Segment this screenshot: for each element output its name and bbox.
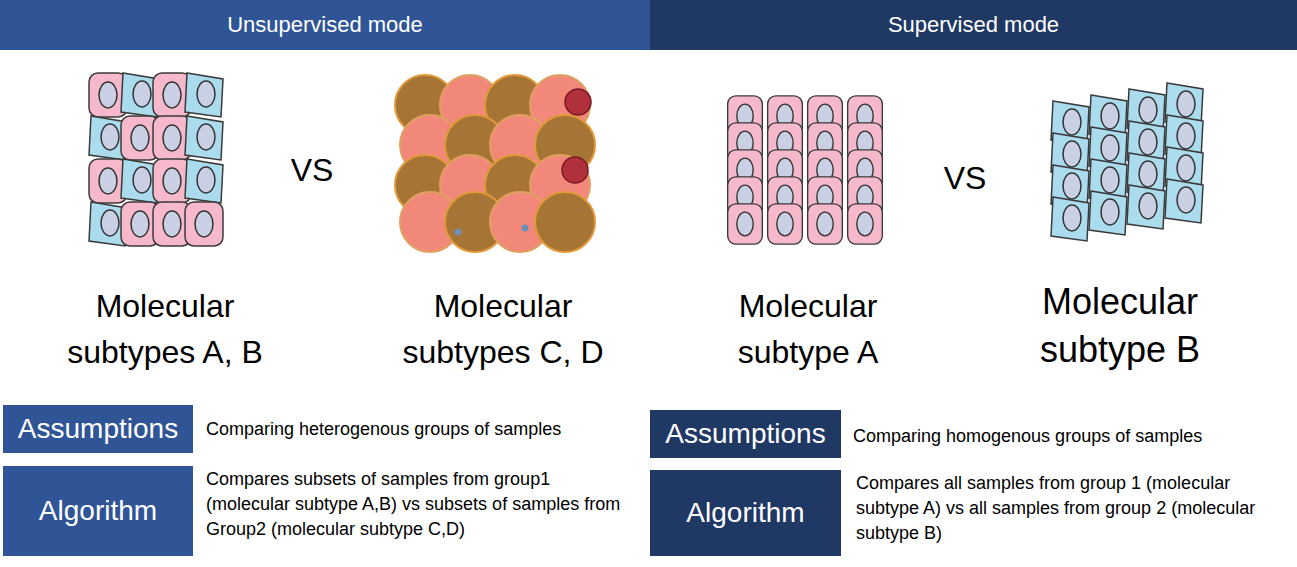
subtype-label: Molecular subtype A — [698, 283, 918, 375]
red-granule — [562, 157, 588, 183]
pink-cell — [768, 204, 803, 244]
blue-dot — [522, 225, 529, 232]
blue-cell — [185, 159, 223, 203]
mode-header: Unsupervised mode — [0, 0, 650, 50]
subtype-label: Molecular subtype B — [1005, 278, 1235, 374]
description-text: Compares all samples from group 1 (molec… — [856, 471, 1281, 546]
box-text: Unsupervised mode — [227, 12, 423, 38]
assumptions-box: Assumptions — [650, 410, 841, 458]
assumptions-box: Assumptions — [3, 405, 193, 453]
algorithm-box: Algorithm — [650, 470, 841, 556]
subtype-label: Molecular subtypes C, D — [388, 283, 618, 375]
description-text: Compares subsets of samples from group1 … — [206, 467, 636, 542]
round-cells — [395, 75, 595, 252]
description-text: Comparing homogenous groups of samples — [853, 424, 1283, 448]
algorithm-box: Algorithm — [3, 466, 193, 556]
brown-cell — [535, 192, 595, 252]
blue-cell — [1165, 179, 1203, 223]
pink-cell — [848, 204, 883, 244]
vs-label: VS — [272, 150, 352, 190]
pink-cells — [728, 96, 883, 244]
pink-cell — [185, 202, 223, 246]
blue-cell — [185, 116, 223, 160]
pink-cell — [728, 204, 763, 244]
pink-cell — [808, 204, 843, 244]
blue-dot — [455, 229, 462, 236]
box-text: Supervised mode — [888, 12, 1059, 38]
box-text: Algorithm — [39, 495, 157, 527]
blue-cell — [185, 73, 223, 117]
red-granule — [565, 89, 591, 115]
mixed-cells — [89, 73, 223, 246]
blue-cells — [1051, 83, 1203, 241]
subtype-label: Molecular subtypes A, B — [55, 283, 275, 375]
box-text: Assumptions — [665, 418, 825, 450]
blue-cell — [1089, 191, 1127, 235]
vs-label: VS — [925, 158, 1005, 198]
mode-header: Supervised mode — [650, 0, 1297, 50]
box-text: Algorithm — [686, 497, 804, 529]
blue-cell — [1051, 197, 1089, 241]
description-text: Comparing heterogenous groups of samples — [206, 417, 636, 441]
blue-cell — [1127, 185, 1165, 229]
box-text: Assumptions — [18, 413, 178, 445]
